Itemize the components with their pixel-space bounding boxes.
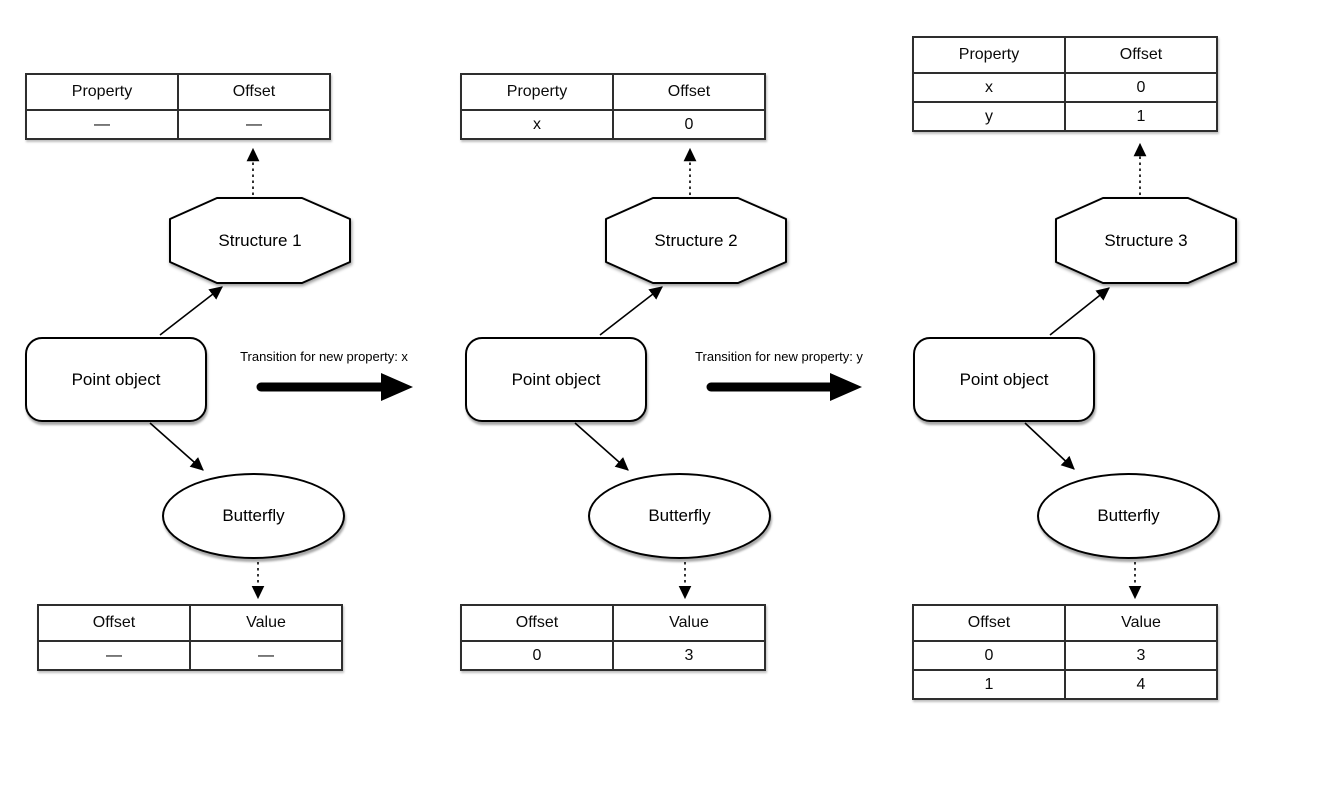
table-row: x 0 xyxy=(460,109,766,140)
table-cell: y xyxy=(912,101,1066,132)
transition-label-1: Transition for new property: x xyxy=(240,349,408,364)
table-row: 0 3 xyxy=(460,640,766,671)
point-object-node-3: Point object xyxy=(913,337,1095,422)
table-row: 1 4 xyxy=(912,669,1218,700)
point-object-node-1: Point object xyxy=(25,337,207,422)
table-cell: 1 xyxy=(1064,101,1218,132)
structure-node-2: Structure 2 xyxy=(605,197,787,284)
table-header-cell: Offset xyxy=(177,73,331,111)
arrow-point-to-butterfly-3 xyxy=(1024,422,1075,470)
table-header-cell: Property xyxy=(912,36,1066,74)
table-cell: 0 xyxy=(460,640,614,671)
arrow-point-to-structure-1 xyxy=(159,286,223,336)
butterfly-label: Butterfly xyxy=(222,506,285,525)
table-row: 0 3 xyxy=(912,640,1218,671)
table-cell: 3 xyxy=(1064,640,1218,671)
storage-table-3: Offset Value 0 3 1 4 xyxy=(912,604,1218,700)
property-table-3: Property Offset x 0 y 1 xyxy=(912,36,1218,132)
table-row: — — xyxy=(25,109,331,140)
table-cell: x xyxy=(460,109,614,140)
table-cell: 1 xyxy=(912,669,1066,700)
table-cell: — xyxy=(37,640,191,671)
table-header-cell: Value xyxy=(612,604,766,642)
table-header-cell: Offset xyxy=(1064,36,1218,74)
butterfly-node-1: Butterfly xyxy=(162,473,345,559)
octagon-shape xyxy=(605,197,787,284)
butterfly-label: Butterfly xyxy=(1097,506,1160,525)
property-table-1: Property Offset — — xyxy=(25,73,331,140)
table-cell: 0 xyxy=(1064,72,1218,103)
table-header-cell: Offset xyxy=(460,604,614,642)
butterfly-node-2: Butterfly xyxy=(588,473,771,559)
table-cell: 3 xyxy=(612,640,766,671)
table-row: — — xyxy=(37,640,343,671)
arrow-point-to-butterfly-1 xyxy=(149,422,204,471)
butterfly-node-3: Butterfly xyxy=(1037,473,1220,559)
table-header-cell: Property xyxy=(460,73,614,111)
point-object-node-2: Point object xyxy=(465,337,647,422)
table-header-cell: Offset xyxy=(912,604,1066,642)
property-table-2: Property Offset x 0 xyxy=(460,73,766,140)
table-header-cell: Property xyxy=(25,73,179,111)
table-cell: 0 xyxy=(612,109,766,140)
arrow-point-to-structure-3 xyxy=(1049,287,1110,336)
point-object-label: Point object xyxy=(71,369,161,389)
table-cell: 0 xyxy=(912,640,1066,671)
arrow-point-to-butterfly-2 xyxy=(574,422,629,471)
storage-table-1: Offset Value — — xyxy=(37,604,343,671)
transition-label-2: Transition for new property: y xyxy=(695,349,863,364)
point-object-label: Point object xyxy=(959,369,1049,389)
table-row: x 0 xyxy=(912,72,1218,103)
structure-label: Structure 3 xyxy=(1104,230,1188,250)
table-header-cell: Value xyxy=(1064,604,1218,642)
table-header-cell: Offset xyxy=(37,604,191,642)
structure-label: Structure 1 xyxy=(218,230,302,250)
structure-node-1: Structure 1 xyxy=(169,197,351,284)
structure-node-3: Structure 3 xyxy=(1055,197,1237,284)
arrow-point-to-structure-2 xyxy=(599,286,663,336)
transition-arrow-2 xyxy=(706,373,862,401)
butterfly-label: Butterfly xyxy=(648,506,711,525)
table-cell: — xyxy=(177,109,331,140)
octagon-shape xyxy=(169,197,351,284)
table-header-cell: Value xyxy=(189,604,343,642)
structure-label: Structure 2 xyxy=(654,230,738,250)
table-cell: 4 xyxy=(1064,669,1218,700)
transition-arrow-1 xyxy=(256,373,413,401)
table-cell: x xyxy=(912,72,1066,103)
table-row: y 1 xyxy=(912,101,1218,132)
point-object-label: Point object xyxy=(511,369,601,389)
table-cell: — xyxy=(189,640,343,671)
storage-table-2: Offset Value 0 3 xyxy=(460,604,766,671)
table-header-cell: Offset xyxy=(612,73,766,111)
octagon-shape xyxy=(1055,197,1237,284)
table-cell: — xyxy=(25,109,179,140)
